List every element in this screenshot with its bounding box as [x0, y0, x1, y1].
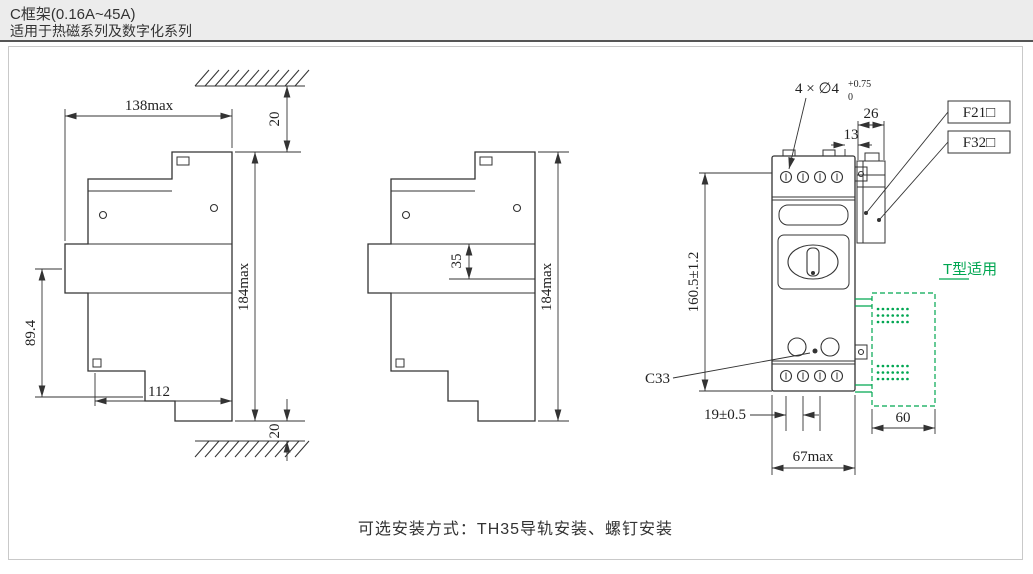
dim-middle-inner: 35: [449, 244, 473, 279]
dim-front-26: 26: [857, 106, 885, 160]
label-f21-text: F21□: [963, 105, 995, 121]
top-tab-detail: [176, 156, 190, 166]
mounting-hatch-bottom: [194, 440, 310, 458]
label-c33: C33: [645, 352, 811, 387]
side-accessory-module: [856, 152, 886, 244]
dim-holes-tol-lower: 0: [848, 92, 853, 103]
rotary-handle: [806, 247, 820, 277]
hole-callout: 4 × ∅4 +0.75 0: [788, 79, 871, 170]
dim-left-height-89: 89.4: [23, 268, 143, 398]
dim-left-height: 184max: [235, 152, 305, 422]
dim-184max-middle: 184max: [539, 262, 555, 311]
dim-front-13: 13: [831, 127, 872, 156]
case-screw: [401, 210, 411, 220]
dim-left-clearance-top: 20: [235, 86, 301, 153]
c33-point: [812, 348, 818, 354]
dim-left-width-top: 138max: [64, 98, 233, 241]
dim-26: 26: [864, 106, 880, 122]
label-recess: [778, 204, 849, 226]
page-subtitle: 适用于热磁系列及数字化系列: [10, 23, 192, 39]
left-side-view: [64, 151, 233, 422]
middle-side-view: [367, 151, 536, 422]
dim-89-4: 89.4: [23, 319, 39, 346]
dim-138max: 138max: [125, 98, 174, 114]
dim-35: 35: [449, 254, 465, 269]
case-screw: [209, 203, 219, 213]
t-type-adapter: T型适用: [855, 261, 997, 407]
front-view: [771, 149, 868, 392]
mounting-caption: 可选安装方式：TH35导轨安装、螺钉安装: [357, 521, 674, 538]
label-f32: F32□: [877, 130, 1011, 222]
dim-front-pitch: 19±0.5: [704, 396, 821, 431]
label-t-type: T型适用: [943, 261, 997, 278]
dim-front-height: 160.5±1.2: [686, 172, 772, 392]
dim-middle-height: 184max: [538, 151, 569, 422]
drawing-canvas: 138max 20 184max 89.4 112 20: [23, 69, 1011, 475]
case-screw: [98, 210, 108, 220]
dim-160-5: 160.5±1.2: [686, 252, 702, 313]
page-title: C框架(0.16A~45A): [10, 6, 136, 23]
mounting-hatch-top: [194, 69, 310, 87]
dim-front-adapter-width: 60: [871, 409, 936, 434]
dim-left-width-bottom: 112: [94, 373, 232, 406]
case-screw: [512, 203, 522, 213]
dim-13: 13: [844, 127, 859, 143]
dim-112: 112: [148, 384, 170, 400]
label-f21: F21□: [864, 100, 1011, 215]
bottom-screw-block: [92, 358, 102, 368]
adjust-hole: [820, 337, 840, 357]
bottom-screw-block: [395, 358, 405, 368]
top-tab-detail: [479, 156, 493, 166]
t-adapter-outline: [871, 292, 936, 407]
dim-left-clearance-bottom: 20: [267, 399, 291, 461]
dim-60: 60: [896, 410, 911, 426]
dim-19: 19±0.5: [704, 407, 746, 423]
dim-67max: 67max: [793, 449, 834, 465]
dim-holes: 4 × ∅4: [795, 81, 840, 97]
dim-20-top: 20: [267, 112, 283, 127]
dim-front-width: 67max: [771, 395, 856, 475]
adjust-hole: [787, 337, 807, 357]
label-c33-text: C33: [645, 371, 670, 387]
page-header: C框架(0.16A~45A) 适用于热磁系列及数字化系列: [0, 0, 1033, 42]
label-f32-text: F32□: [963, 135, 995, 151]
drawing-panel: 138max 20 184max 89.4 112 20: [8, 46, 1023, 560]
dim-20-bottom: 20: [267, 424, 283, 439]
dim-184max-left: 184max: [236, 262, 252, 311]
dim-holes-tol-upper: +0.75: [848, 79, 871, 90]
